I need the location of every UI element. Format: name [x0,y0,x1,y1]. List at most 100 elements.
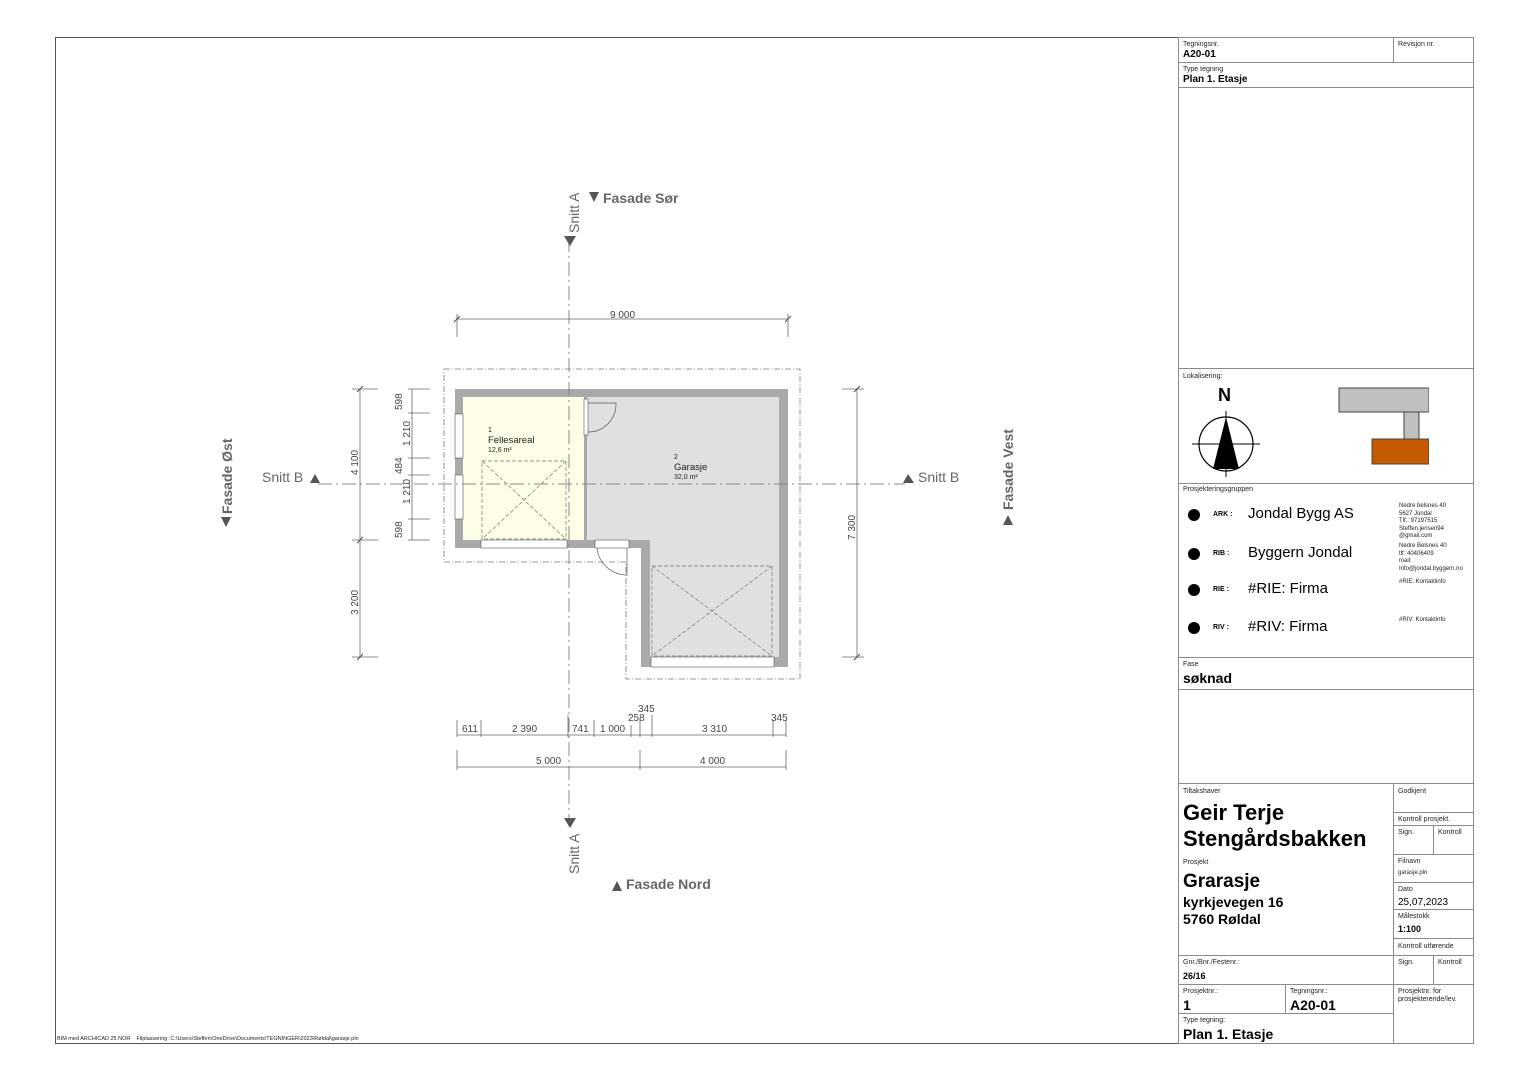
exterior-door-frame [594,539,630,549]
team-role: RIV : [1213,624,1229,631]
blank-area-middle [1178,689,1474,784]
dimension-top: 9 000 [453,310,792,337]
bullet-icon [1188,622,1200,634]
prosjekt-label: Prosjekt [1183,859,1209,866]
godkjent-label: Godkjent [1398,788,1427,795]
tegningsnr2-cell: Tegningsnr.: A20-01 [1285,984,1394,1014]
window-west-2 [454,474,464,520]
interior-door-swing [587,402,617,433]
marker-fasade-vest: Fasade Vest [1000,429,1016,525]
dimension-left-outer: 4 100 3 200 [350,385,378,661]
overhead-opening-fellesareal [481,460,567,540]
type-tegning-cell: Type tegning Plan 1. Etasje [1178,62,1474,88]
type-tegning-bottom-label: Type tegning: [1183,1017,1226,1024]
svg-text:Fasade Øst: Fasade Øst [219,438,235,514]
north-label: N [1218,385,1231,405]
team-firm: #RIE: Firma [1248,580,1329,597]
floor-plan-drawing: .dim{stroke:#666;stroke-width:0.8;fill:n… [219,190,1016,892]
svg-text:Snitt B: Snitt B [262,469,303,485]
team-contact: #RIV: Kontaktinfo [1399,617,1446,623]
svg-text:1 210: 1 210 [402,421,413,446]
bullet-icon [1188,548,1200,560]
prosjektnr-label: Prosjektnr.: [1183,988,1219,995]
site-new-garage [1371,438,1429,465]
marker-snitt-a-top: Snitt A [564,192,582,246]
room-number-2: 2 [674,454,678,461]
marker-snitt-b-left: Snitt B [262,469,320,485]
room-name-fellesareal: Fellesareal [488,435,534,446]
room-area-fellesareal: 12,6 m² [488,447,512,454]
revisjon-cell: Revisjon nr. [1393,37,1474,63]
footer-software: BIM med ARCHICAD 25 NOR [57,1036,131,1042]
svg-text:3 200: 3 200 [350,590,361,615]
svg-text:741: 741 [572,724,589,735]
kontroll-cell-1: Kontroll [1433,825,1474,855]
marker-snitt-a-bottom: Snitt A [564,818,582,874]
blank-area-top [1178,87,1474,369]
garage-door [650,656,775,668]
site-connector [1403,411,1420,440]
room-fellesareal-floor [463,397,584,540]
prosjektnr-value: 1 [1183,997,1191,1013]
footer-file-path: Filplassering: C:\Users\Steffen\OneDrive… [136,1036,359,1042]
svg-text:598: 598 [394,521,405,538]
team-role: RIB : [1213,550,1230,557]
marker-fasade-sor: Fasade Sør [589,190,679,206]
svg-text:Fasade Vest: Fasade Vest [1000,429,1016,510]
overhead-opening-garasje [651,565,773,657]
svg-text:598: 598 [394,393,405,410]
filnavn-cell: Filnavn garasje.pln [1393,854,1474,883]
north-arrow-icon [1192,411,1260,477]
tiltakshaver-name-2: Stengårdsbakken [1183,826,1367,851]
marker-snitt-b-right: Snitt B [903,469,959,485]
kontroll-utforende-label: Kontroll utførende [1398,943,1454,950]
fase-value: søknad [1183,670,1233,686]
kontroll-cell-2: Kontroll [1433,955,1474,985]
prosjekteringsgruppen-cell: Prosjekteringsgruppen ARK : Jondal Bygg … [1178,483,1474,658]
team-row-rie: RIE : #RIE: Firma #RIE: Kontaktinfo [1179,579,1475,612]
prosjektnr-for-label-1: Prosjektnr. for [1398,988,1442,995]
prosjektnr-for-label-2: prosjekterende/lev. [1398,996,1457,1003]
opening-fellesareal-south [480,539,568,549]
sign-cell-1: Sign. [1393,825,1434,855]
roof-outline [443,368,801,680]
prosjektnr-cell: Prosjektnr.: 1 [1178,984,1286,1014]
svg-text:Fasade Sør: Fasade Sør [603,190,679,206]
svg-text:5 000: 5 000 [536,756,561,767]
svg-text:Snitt A: Snitt A [566,192,582,233]
site-location-map [1338,387,1429,465]
svg-text:4 100: 4 100 [350,450,361,475]
svg-text:345: 345 [771,713,788,724]
fase-label: Fase [1183,661,1199,668]
room-number-1: 1 [488,427,492,434]
type-tegning-value: Plan 1. Etasje [1183,74,1248,85]
team-role: RIE : [1213,586,1229,593]
team-firm: Byggern Jondal [1248,544,1353,561]
lokalisering-label: Lokalisering: [1183,373,1223,380]
team-label: Prosjekteringsgruppen [1183,486,1254,493]
dimension-bottom-total: 5 000 4 000 [456,750,787,770]
svg-text:Fasade Nord: Fasade Nord [626,876,711,892]
bullet-icon [1188,584,1200,596]
team-row-riv: RIV : #RIV: Firma #RIV: Kontaktinfo [1179,617,1475,650]
svg-text:Snitt B: Snitt B [918,469,959,485]
fase-cell: Fase søknad [1178,657,1474,690]
room-garasje-floor [587,397,779,657]
room-area-garasje: 32,0 m² [674,474,698,481]
sign-label: Sign. [1398,829,1414,836]
kontroll-label: Kontroll [1438,959,1462,966]
tegningsnr2-label: Tegningsnr.: [1290,988,1328,995]
kontroll-label: Kontroll [1438,829,1462,836]
type-tegning-bottom-value: Plan 1. Etasje [1183,1026,1274,1042]
tegningsnr-cell: Tegningsnr. A20-01 [1178,37,1394,63]
dato-label: Dato [1398,886,1413,893]
svg-text:258: 258 [628,713,645,724]
svg-text:7 300: 7 300 [847,515,858,540]
tegningsnr-value: A20-01 [1183,49,1216,60]
svg-text:484: 484 [394,457,405,474]
prosjekt-value: Grarasje [1183,871,1261,892]
filnavn-value: garasje.pln [1398,870,1428,876]
